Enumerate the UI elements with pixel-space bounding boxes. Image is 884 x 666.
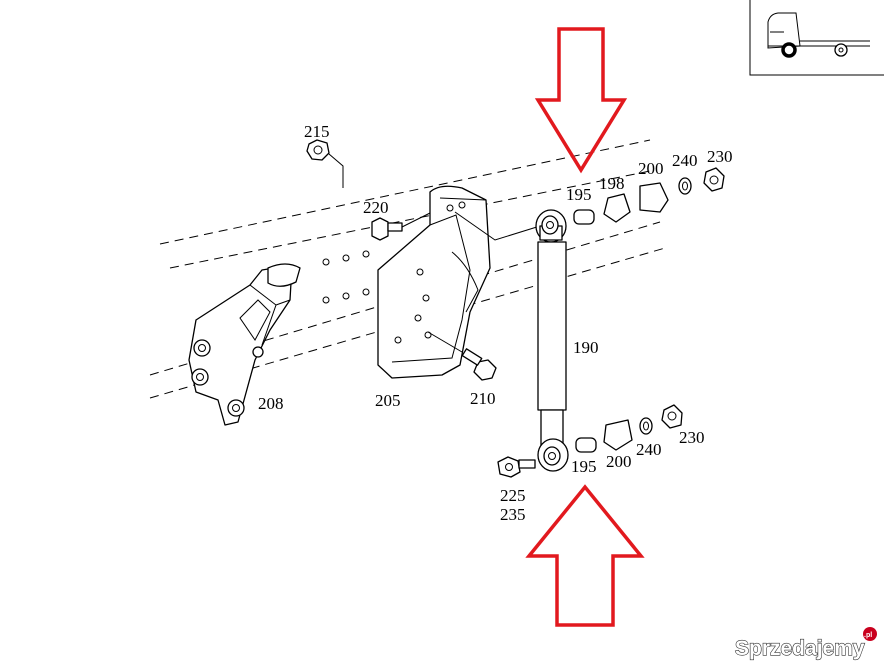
upper-mount-hardware <box>573 167 725 225</box>
label-215: 215 <box>304 122 330 141</box>
label-top-195: 195 <box>566 185 592 204</box>
label-bot-195: 195 <box>571 457 597 476</box>
frame-holes <box>322 250 370 304</box>
label-bot-230: 230 <box>679 428 705 447</box>
truck-chassis-icon <box>749 0 884 76</box>
shock-absorber-190 <box>454 209 569 472</box>
bolt-220 <box>371 212 431 241</box>
label-208: 208 <box>258 394 284 413</box>
bracket-208 <box>188 263 301 426</box>
label-220: 220 <box>363 198 389 217</box>
label-225: 225 <box>500 486 526 505</box>
arrow-up-icon <box>525 484 645 627</box>
label-190: 190 <box>573 338 599 357</box>
label-235: 235 <box>500 505 526 524</box>
watermark-text: Sprzedajemy <box>735 637 865 660</box>
frame-rail <box>149 139 666 399</box>
label-top-240: 240 <box>672 151 698 170</box>
label-top-200: 200 <box>638 159 664 178</box>
lower-mount-hardware <box>497 404 683 478</box>
watermark-suffix: .pl <box>864 632 872 639</box>
label-210: 210 <box>470 389 496 408</box>
label-bot-240: 240 <box>636 440 662 459</box>
arrow-down-icon <box>534 27 628 174</box>
label-205: 205 <box>375 391 401 410</box>
label-bot-200: 200 <box>606 452 632 471</box>
bolt-210 <box>427 331 497 381</box>
nut-215 <box>306 139 344 188</box>
bracket-205 <box>377 185 491 379</box>
watermark-dot-icon <box>863 627 877 641</box>
label-top-198: 198 <box>599 174 625 193</box>
label-top-230: 230 <box>707 147 733 166</box>
watermark: Sprzedajemy .pl <box>734 627 877 661</box>
